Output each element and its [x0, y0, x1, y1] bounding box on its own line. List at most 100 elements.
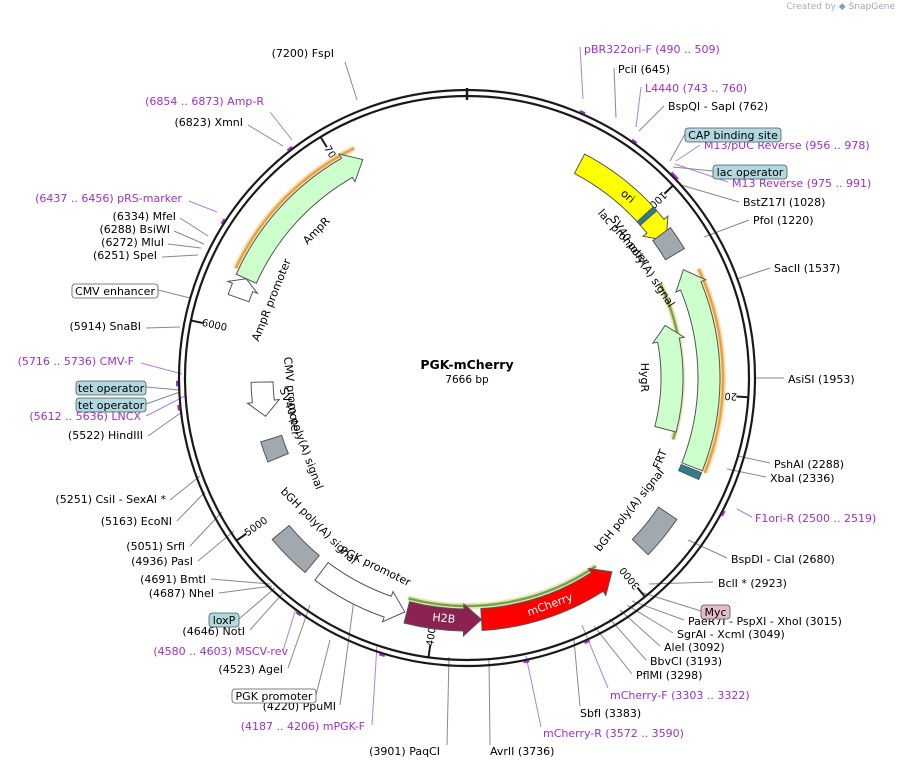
orf-arc-amp-orf	[234, 147, 355, 269]
site-label-7200-fspi: (7200) FspI	[272, 47, 334, 60]
leader-line	[145, 391, 181, 405]
primer-label-6437-6456-prs-marker: (6437 .. 6456) pRS-marker	[35, 192, 182, 205]
feature-pgk-promoter	[314, 561, 406, 623]
leader-line	[210, 578, 271, 585]
snapgene-credit: Created by ◆ SnapGene	[786, 2, 895, 12]
primer-mark-mcherry-f	[584, 639, 591, 645]
site-label-bstz17i-1028: BstZ17I (1028)	[743, 196, 825, 209]
feature-h2b	[403, 601, 483, 638]
feature-cmv-promoter	[246, 381, 281, 418]
primer-mark-pbr322ori-f	[579, 109, 586, 115]
feature-label-sv40-poly-a-signal-left: SV40 poly(A) signal	[277, 386, 326, 491]
primer-label-mcherry-r-3572-3590: mCherry-R (3572 .. 3590)	[543, 727, 684, 740]
primer-label-4580-4603-mscv-rev: (4580 .. 4603) MSCV-rev	[153, 645, 288, 658]
site-label-pshai-2288: PshAI (2288)	[774, 458, 844, 471]
primer-mark-m13-reverse	[673, 174, 679, 180]
leader-line	[736, 267, 771, 280]
credit-brand: SnapGene	[848, 2, 895, 12]
leader-line	[147, 411, 183, 437]
site-label-sacii-1537: SacII (1537)	[774, 262, 840, 275]
feature-label-ampr: AmpR	[300, 214, 333, 247]
site-label-5051-srfi: (5051) SrfI	[126, 540, 185, 553]
leader-line	[179, 217, 209, 237]
site-label-bspdi-clai-2680: BspDI - ClaI (2680)	[731, 553, 835, 566]
site-label-sbfi-3383: SbfI (3383)	[580, 707, 641, 720]
leader-line	[736, 508, 753, 518]
primer-mark-l4440	[631, 138, 638, 144]
site-label-alei-3092: AleI (3092)	[664, 641, 725, 654]
primer-mark-mpgk-f	[378, 653, 386, 658]
primer-mark-prs-marker	[220, 218, 226, 225]
leader-line	[613, 67, 617, 119]
leader-line	[247, 124, 284, 147]
leader-line	[579, 46, 584, 100]
leader-line	[638, 105, 665, 132]
feature-box-label: CMV enhancer	[75, 285, 155, 298]
feature-box-cap-binding-site	[684, 127, 782, 143]
leader-line	[525, 655, 542, 728]
feature-sv40-poly-a-signal-left	[260, 434, 289, 463]
tick-1000	[663, 184, 674, 195]
plasmid-backbone	[177, 88, 757, 668]
feature-box-lac-operator	[712, 164, 788, 180]
leader-line	[173, 230, 205, 245]
leader-line	[626, 604, 674, 634]
primer-marks	[176, 109, 726, 664]
tick-3000	[636, 586, 646, 598]
tick-label: 6000	[201, 318, 228, 334]
leader-line	[609, 618, 647, 661]
leader-line	[282, 607, 297, 652]
feature-box-label: PGK promoter	[236, 690, 313, 703]
feature-hygr-inner	[651, 324, 686, 433]
orf-arc-mcherry-orf	[408, 565, 597, 608]
feature-bgh-poly-a-signal-right	[631, 506, 678, 556]
primer-label-5716-5736-cmv-f: (5716 .. 5736) CMV-F	[18, 355, 134, 368]
leader-line	[631, 600, 685, 621]
tick-label: 3000	[618, 565, 643, 592]
primer-label-m13-reverse-975-991: M13 Reverse (975 .. 991)	[732, 177, 871, 190]
leader-line	[176, 491, 206, 522]
site-label-4523-agei: (4523) AgeI	[218, 663, 283, 676]
primer-label-4187-4206-mpgk-f: (4187 .. 4206) mPGK-F	[241, 720, 365, 733]
leader-line	[249, 592, 284, 631]
plasmid-name: PGK-mCherry	[420, 357, 513, 372]
primer-mark-amp-r	[286, 146, 293, 152]
site-label-4936-pasi: (4936) PasI	[131, 555, 193, 568]
snapgene-logo-icon: ◆	[838, 2, 846, 12]
leader-line	[344, 61, 358, 101]
feature-box-pgk-promoter	[231, 688, 317, 704]
site-label-4646-noti: (4646) NotI	[182, 625, 245, 638]
primer-mark-mscv-rev	[295, 611, 302, 617]
feature-box-label: CAP binding site	[688, 129, 778, 142]
site-label-3901-paqci: (3901) PaqCI	[369, 745, 440, 758]
orf-arc-hyg-orf-1	[697, 268, 725, 474]
leader-line	[157, 289, 191, 299]
feature-box-label: tet operator	[78, 399, 145, 412]
tick-2000	[736, 395, 749, 399]
leader-line	[238, 587, 276, 620]
leader-line	[635, 86, 642, 128]
leader-line	[145, 395, 186, 417]
site-label-6823-xmni: (6823) XmnI	[174, 116, 243, 129]
leader-line	[161, 254, 199, 258]
leader-line	[339, 591, 356, 706]
site-label-5163-econi: (5163) EcoNI	[101, 515, 172, 528]
leader-line	[145, 326, 181, 329]
site-label-5914-snabi: (5914) SnaBI	[69, 320, 141, 333]
primer-label-pbr322ori-f-490-509: pBR322ori-F (490 .. 509)	[584, 43, 720, 56]
tick-4000	[427, 645, 432, 658]
leader-line	[188, 200, 218, 213]
leader-line	[371, 644, 378, 726]
feature-box-tet-operator	[75, 397, 147, 413]
leader-line	[218, 585, 273, 594]
site-label-avrii-3736: AvrII (3736)	[490, 745, 554, 758]
primer-label-f1ori-r-2500-2519: F1ori-R (2500 .. 2519)	[755, 512, 876, 525]
feature-ampr	[235, 153, 364, 284]
leader-line	[672, 166, 714, 172]
feature-label-frt: FRT	[650, 447, 670, 471]
primer-mark-lncx	[177, 404, 180, 411]
primer-mark-f1ori-r	[721, 510, 726, 517]
